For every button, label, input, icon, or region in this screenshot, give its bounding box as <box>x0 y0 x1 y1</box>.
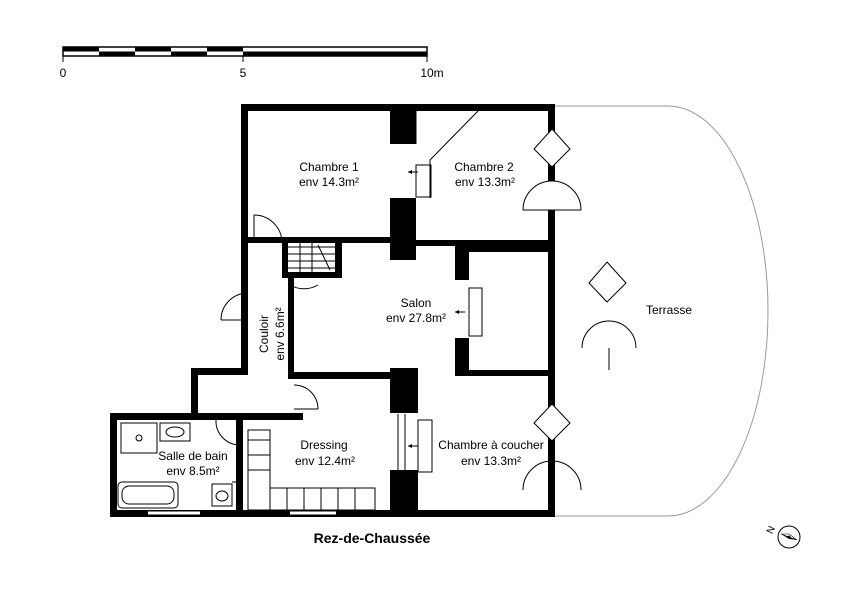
room-chambre1-name: Chambre 1 <box>299 160 359 174</box>
bathtub-icon <box>117 481 179 509</box>
room-salon-name: Salon <box>401 296 432 310</box>
scale-bar: 0 5 10m <box>60 46 444 80</box>
terrace-outline <box>555 105 769 517</box>
bathroom-fixtures <box>117 422 236 509</box>
room-chambre2-area: env 13.3m² <box>455 175 515 189</box>
room-couloir-name: Couloir <box>257 315 271 353</box>
doors <box>215 214 319 446</box>
scale-tick-10m: 10m <box>420 66 443 80</box>
room-salle-bain-area: env 8.5m² <box>166 464 219 478</box>
room-salon-area: env 27.8m² <box>386 311 446 325</box>
shower-icon <box>120 422 158 454</box>
room-terrasse-name: Terrasse <box>646 303 692 317</box>
scale-tick-5: 5 <box>240 66 247 80</box>
room-salle-bain-name: Salle de bain <box>158 449 227 463</box>
room-chambre-coucher-area: env 13.3m² <box>461 454 521 468</box>
room-couloir-area: env 6.6m² <box>273 307 287 360</box>
sliding-door-chambre2 <box>415 164 432 198</box>
room-dressing-area: env 12.4m² <box>295 454 355 468</box>
room-dressing-name: Dressing <box>300 438 347 452</box>
compass-icon <box>777 525 801 549</box>
compass-label: N <box>765 525 778 536</box>
sliding-door-salon <box>468 287 483 337</box>
terrace-windows <box>522 128 637 510</box>
dressing-shelves <box>247 429 376 511</box>
room-chambre1-area: env 14.3m² <box>299 175 359 189</box>
sink-icon <box>159 422 191 442</box>
toilet-icon <box>211 483 233 507</box>
staircase <box>288 243 335 272</box>
scale-tick-0: 0 <box>60 66 67 80</box>
room-chambre-coucher-name: Chambre à coucher <box>438 438 543 452</box>
plan-title: Rez-de-Chaussée <box>314 530 431 546</box>
sliding-door-chambre <box>417 419 433 473</box>
chamber2-diagonal-wall <box>429 110 479 198</box>
room-chambre2-name: Chambre 2 <box>454 160 514 174</box>
